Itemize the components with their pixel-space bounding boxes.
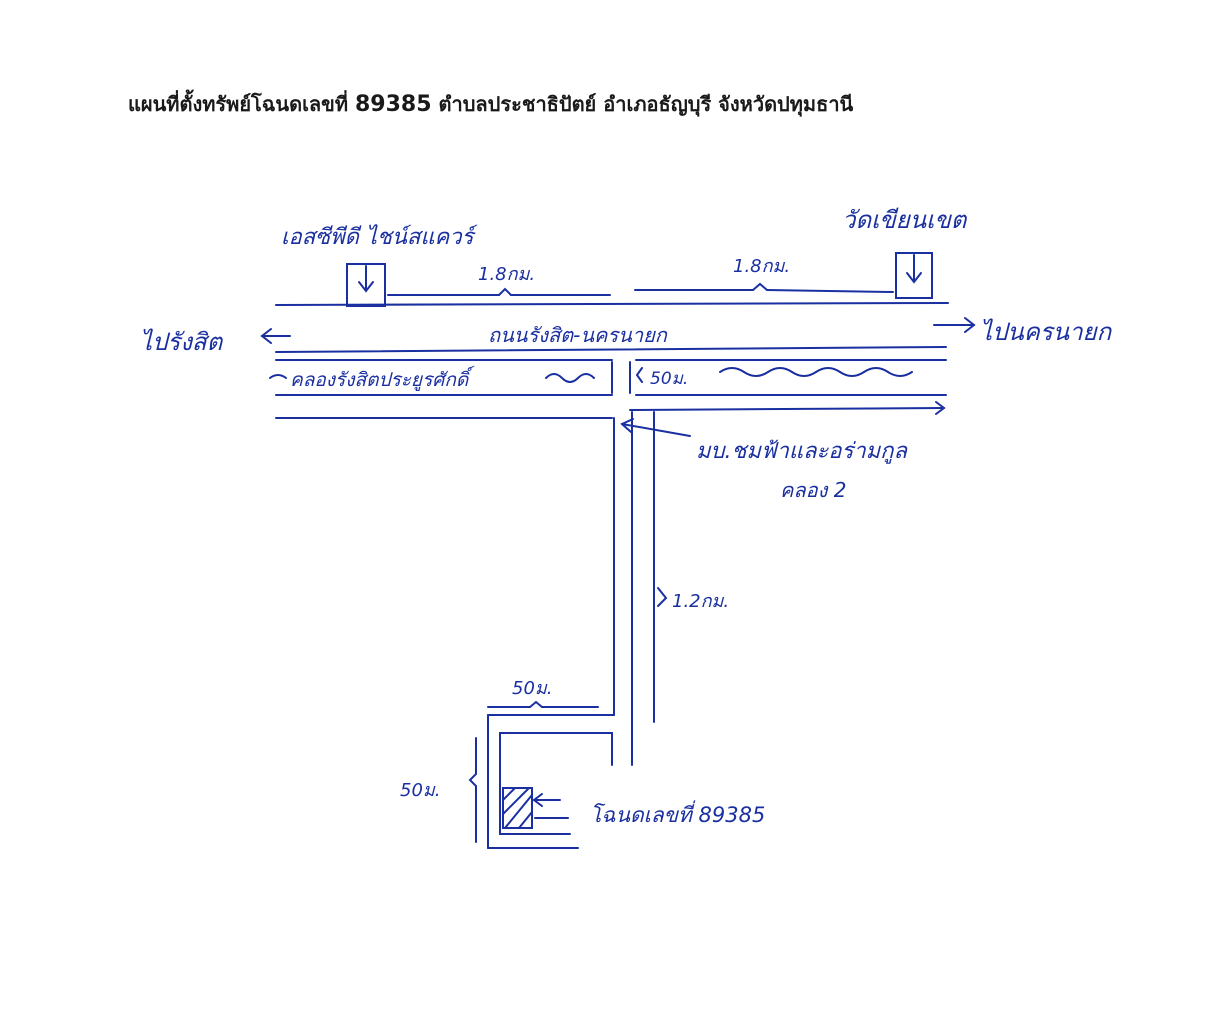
landmark-box-left — [346, 263, 386, 307]
deed-parcel — [502, 787, 533, 829]
plot-width-brace — [487, 700, 599, 708]
plot-depth-brace — [468, 737, 477, 843]
plot-width-label: 50ม. — [512, 678, 553, 699]
frontage-right — [629, 407, 945, 411]
parcel-hatch — [502, 787, 516, 801]
side-road-brace — [657, 587, 668, 607]
side-road-distance-label: 1.2กม. — [672, 591, 729, 612]
canal-width-label: 50ม. — [650, 369, 688, 389]
road-bottom-edge — [275, 346, 947, 353]
dimension-brace — [498, 287, 512, 296]
parcel-hatch — [502, 787, 530, 815]
parcel-pointer-arrowhead — [532, 793, 543, 807]
title-suffix: ตำบลประชาธิปัตย์ อำเภอธัญบุรี จังหวัดปทุ… — [438, 92, 854, 116]
village-pointer — [621, 423, 691, 437]
direction-left-label: ไปรังสิต — [140, 328, 224, 356]
distance-left-label: 1.8กม. — [478, 264, 535, 285]
road-top-edge — [275, 302, 949, 306]
plot-depth-label: 50ม. — [400, 780, 441, 801]
title-prefix: แผนที่ตั้งทรัพย์โฉนดเลขที่ — [128, 92, 349, 116]
landmark-left-arrowhead — [358, 281, 374, 293]
canal-wave — [719, 367, 913, 377]
title-deed-number: 89385 — [355, 92, 432, 117]
map-title: แผนที่ตั้งทรัพย์โฉนดเลขที่ 89385 ตำบลประ… — [128, 88, 853, 120]
landmark-box-right — [895, 252, 933, 299]
plot-boundary — [499, 732, 613, 835]
dimension-brace — [752, 282, 768, 291]
parcel-hatch — [504, 794, 533, 829]
direction-right-label: ไปนครนายก — [980, 318, 1113, 346]
arrow-to-rangsit-head — [260, 328, 272, 344]
parcel-hatch — [518, 811, 533, 829]
canal-width-brace — [635, 367, 643, 383]
frontage-right-arrowhead — [935, 401, 946, 415]
arrow-to-nakhon-nayok-head — [964, 317, 976, 333]
dimension-right-2 — [766, 289, 894, 293]
distance-right-label: 1.8กม. — [733, 256, 790, 277]
landmark-right-label: วัดเขียนเขต — [842, 206, 968, 234]
canal-wave — [545, 373, 595, 383]
landmark-right-arrowhead — [906, 272, 922, 284]
road-name-label: ถนนรังสิต-นครนายก — [488, 323, 668, 347]
landmark-left-label: เอสซีพีดี ไชน์สแควร์ — [281, 224, 478, 250]
village-pointer-head — [620, 418, 634, 433]
village-canal-label: คลอง 2 — [780, 478, 847, 502]
canal-wave — [269, 374, 287, 379]
canal-name-label: คลองรังสิตประยูรศักดิ์ — [290, 365, 475, 391]
deed-plot-label: โฉนดเลขที่ 89385 — [590, 800, 765, 827]
village-name-label: มบ.ชมฟ้าและอร่ามกูล — [696, 439, 909, 464]
